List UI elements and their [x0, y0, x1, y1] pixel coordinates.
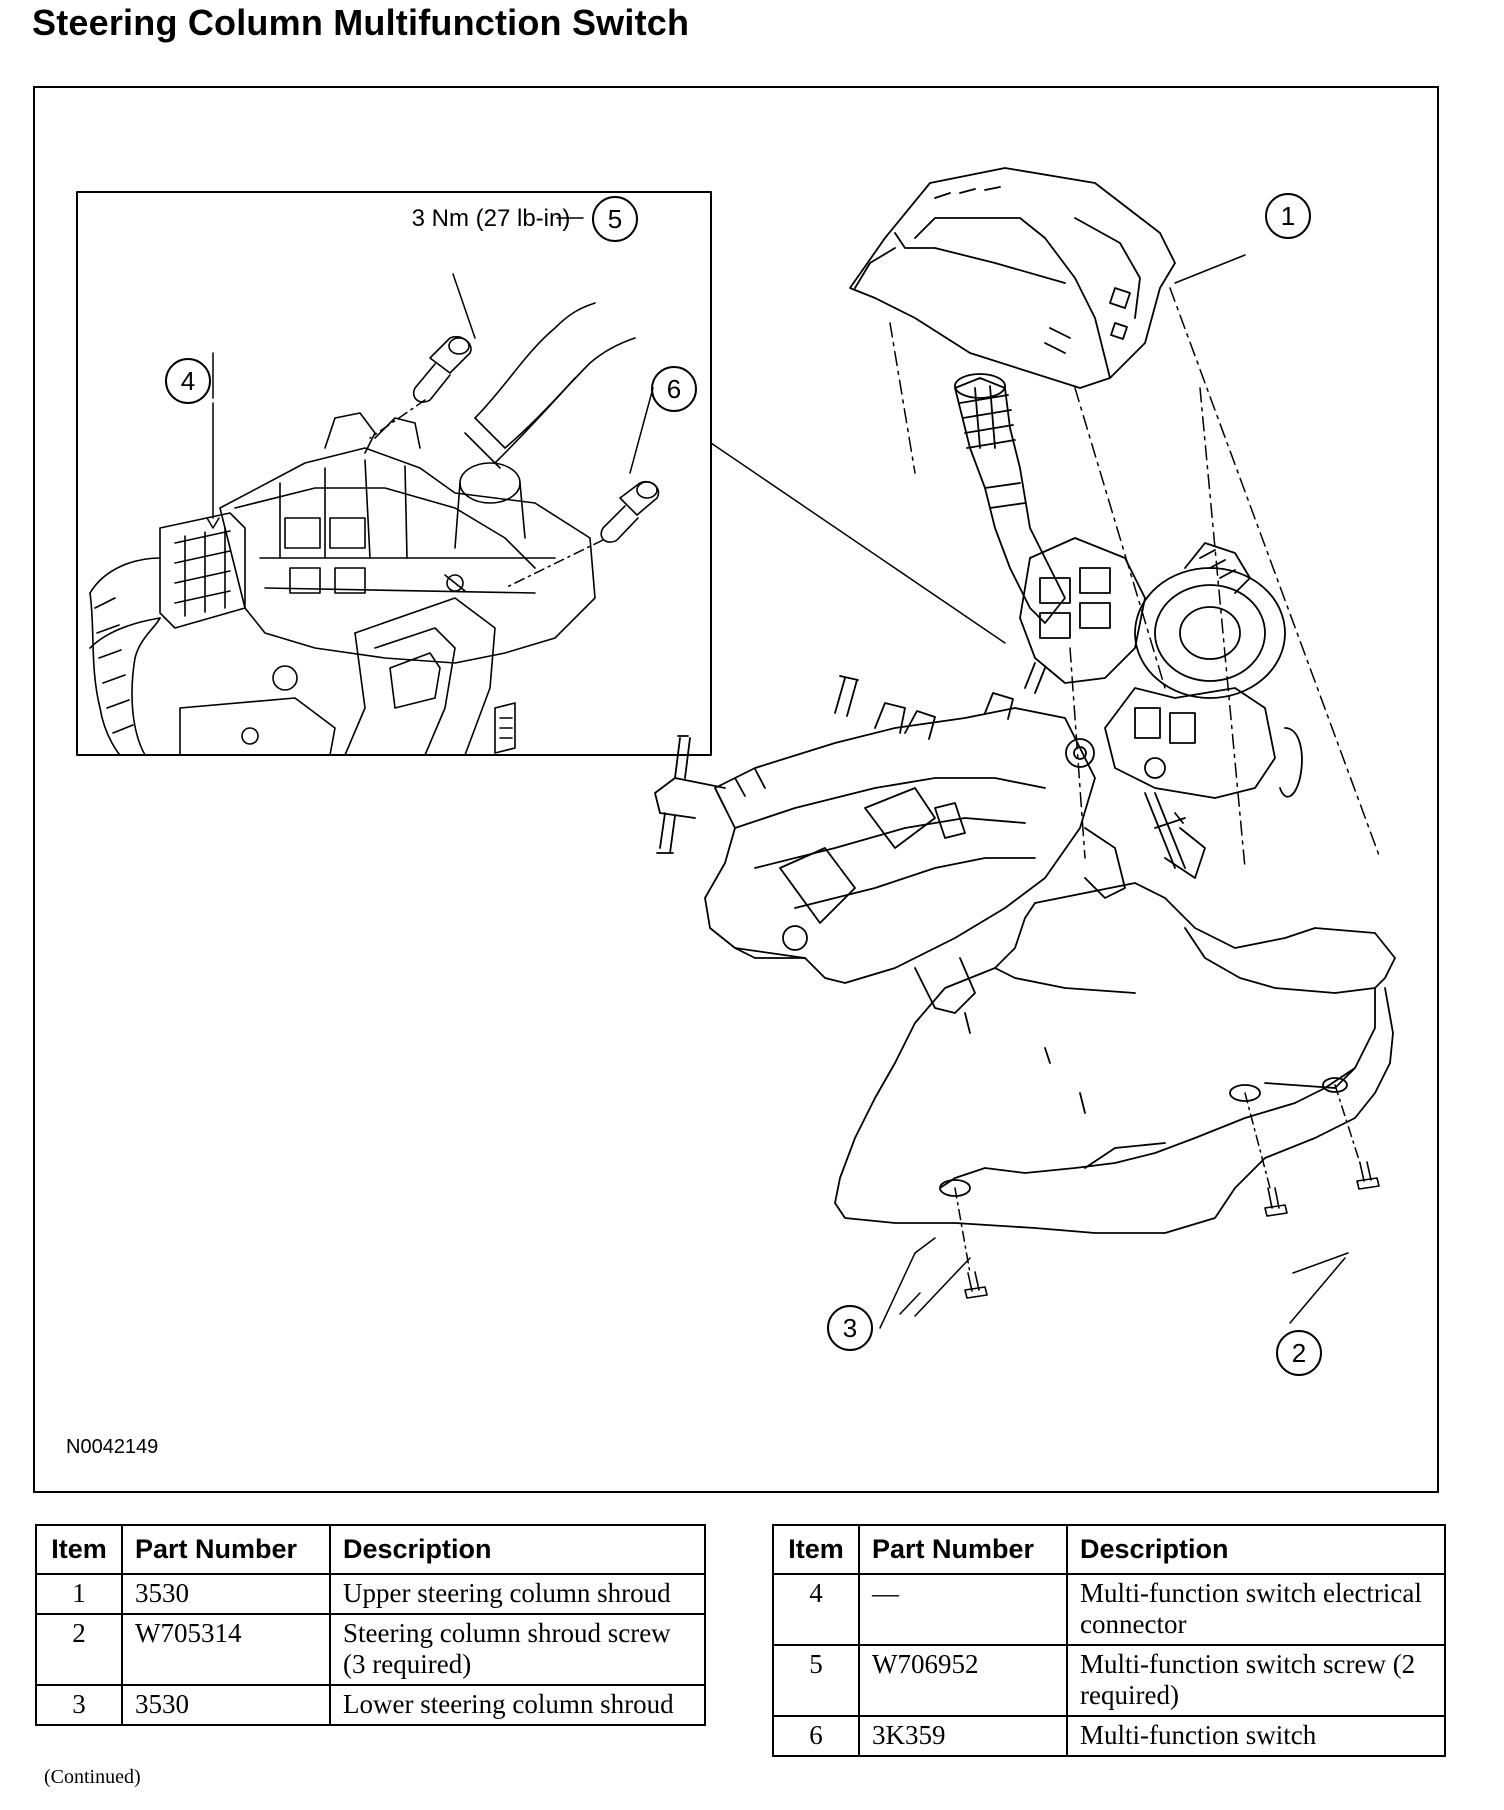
- callout-3-circle: [827, 1305, 873, 1351]
- callout-2-label: 2: [1292, 1338, 1306, 1368]
- callout-4-label: 4: [181, 366, 195, 396]
- callout-5-label: 5: [608, 204, 622, 234]
- header-part-number: Part Number: [858, 1524, 1068, 1575]
- switch-assembly-drawing: [1019, 537, 1303, 879]
- cell-part-number: 3K359: [858, 1715, 1068, 1757]
- parts-table-right: Item Part Number Description 4 — Multi-f…: [772, 1524, 1446, 1757]
- cell-part-number: W705314: [121, 1613, 331, 1686]
- exploded-view-figure: 3 Nm (27 lb-in) 5 4 6 1 3 2 N0042149: [33, 86, 1439, 1493]
- cell-description: Lower steering column shroud: [329, 1684, 706, 1726]
- steering-column-drawing: [654, 662, 1186, 1014]
- callout-5-circle: [592, 196, 638, 242]
- cell-description: Upper steering column shroud: [329, 1573, 706, 1615]
- continued-note: (Continued): [44, 1766, 141, 1788]
- figure-id: N0042149: [66, 1436, 159, 1458]
- parts-table-left: Item Part Number Description 1 3530 Uppe…: [35, 1524, 706, 1726]
- table-row: 2 W705314 Steering column shroud screw (…: [35, 1613, 706, 1686]
- header-item: Item: [35, 1524, 123, 1575]
- table-header-row: Item Part Number Description: [772, 1524, 1446, 1575]
- cell-item: 3: [35, 1684, 123, 1726]
- cell-description: Multi-function switch electrical connect…: [1066, 1573, 1446, 1646]
- upper-shroud-drawing: [849, 167, 1176, 389]
- exploded-view-illustration: 3 Nm (27 lb-in) 5 4 6 1 3 2: [76, 167, 1396, 1376]
- callout-1-label: 1: [1281, 201, 1295, 231]
- cell-item: 4: [772, 1573, 860, 1646]
- cell-part-number: —: [858, 1573, 1068, 1646]
- table-row: 5 W706952 Multi-function switch screw (2…: [772, 1644, 1446, 1717]
- multifunction-stalk-drawing: [954, 373, 1066, 624]
- header-part-number: Part Number: [121, 1524, 331, 1575]
- shroud-screw-drawings: [964, 1161, 1380, 1299]
- lower-shroud-drawing: [834, 882, 1396, 1234]
- callout-4-circle: [165, 358, 211, 404]
- table-row: 4 — Multi-function switch electrical con…: [772, 1573, 1446, 1646]
- torque-spec-label: 3 Nm (27 lb-in): [412, 205, 571, 232]
- cell-item: 2: [35, 1613, 123, 1686]
- cell-description: Steering column shroud screw (3 required…: [329, 1613, 706, 1686]
- inset-leader-line: [710, 442, 1006, 644]
- table-row: 1 3530 Upper steering column shroud: [35, 1573, 706, 1615]
- page-title: Steering Column Multifunction Switch: [32, 2, 690, 43]
- header-item: Item: [772, 1524, 860, 1575]
- callout-6-circle: [651, 366, 697, 412]
- header-description: Description: [329, 1524, 706, 1575]
- cell-part-number: W706952: [858, 1644, 1068, 1717]
- header-description: Description: [1066, 1524, 1446, 1575]
- callout-1-circle: [1265, 193, 1311, 239]
- callout-3-label: 3: [843, 1313, 857, 1343]
- table-header-row: Item Part Number Description: [35, 1524, 706, 1575]
- inset-switch-drawing: [89, 302, 660, 756]
- callout-6-label: 6: [667, 374, 681, 404]
- cell-item: 6: [772, 1715, 860, 1757]
- cell-item: 5: [772, 1644, 860, 1717]
- cell-description: Multi-function switch: [1066, 1715, 1446, 1757]
- table-row: 6 3K359 Multi-function switch: [772, 1715, 1446, 1757]
- callout-2-circle: [1276, 1330, 1322, 1376]
- cell-description: Multi-function switch screw (2 required): [1066, 1644, 1446, 1717]
- cell-part-number: 3530: [121, 1573, 331, 1615]
- cell-part-number: 3530: [121, 1684, 331, 1726]
- cell-item: 1: [35, 1573, 123, 1615]
- table-row: 3 3530 Lower steering column shroud: [35, 1684, 706, 1726]
- detail-inset-box: [76, 191, 712, 756]
